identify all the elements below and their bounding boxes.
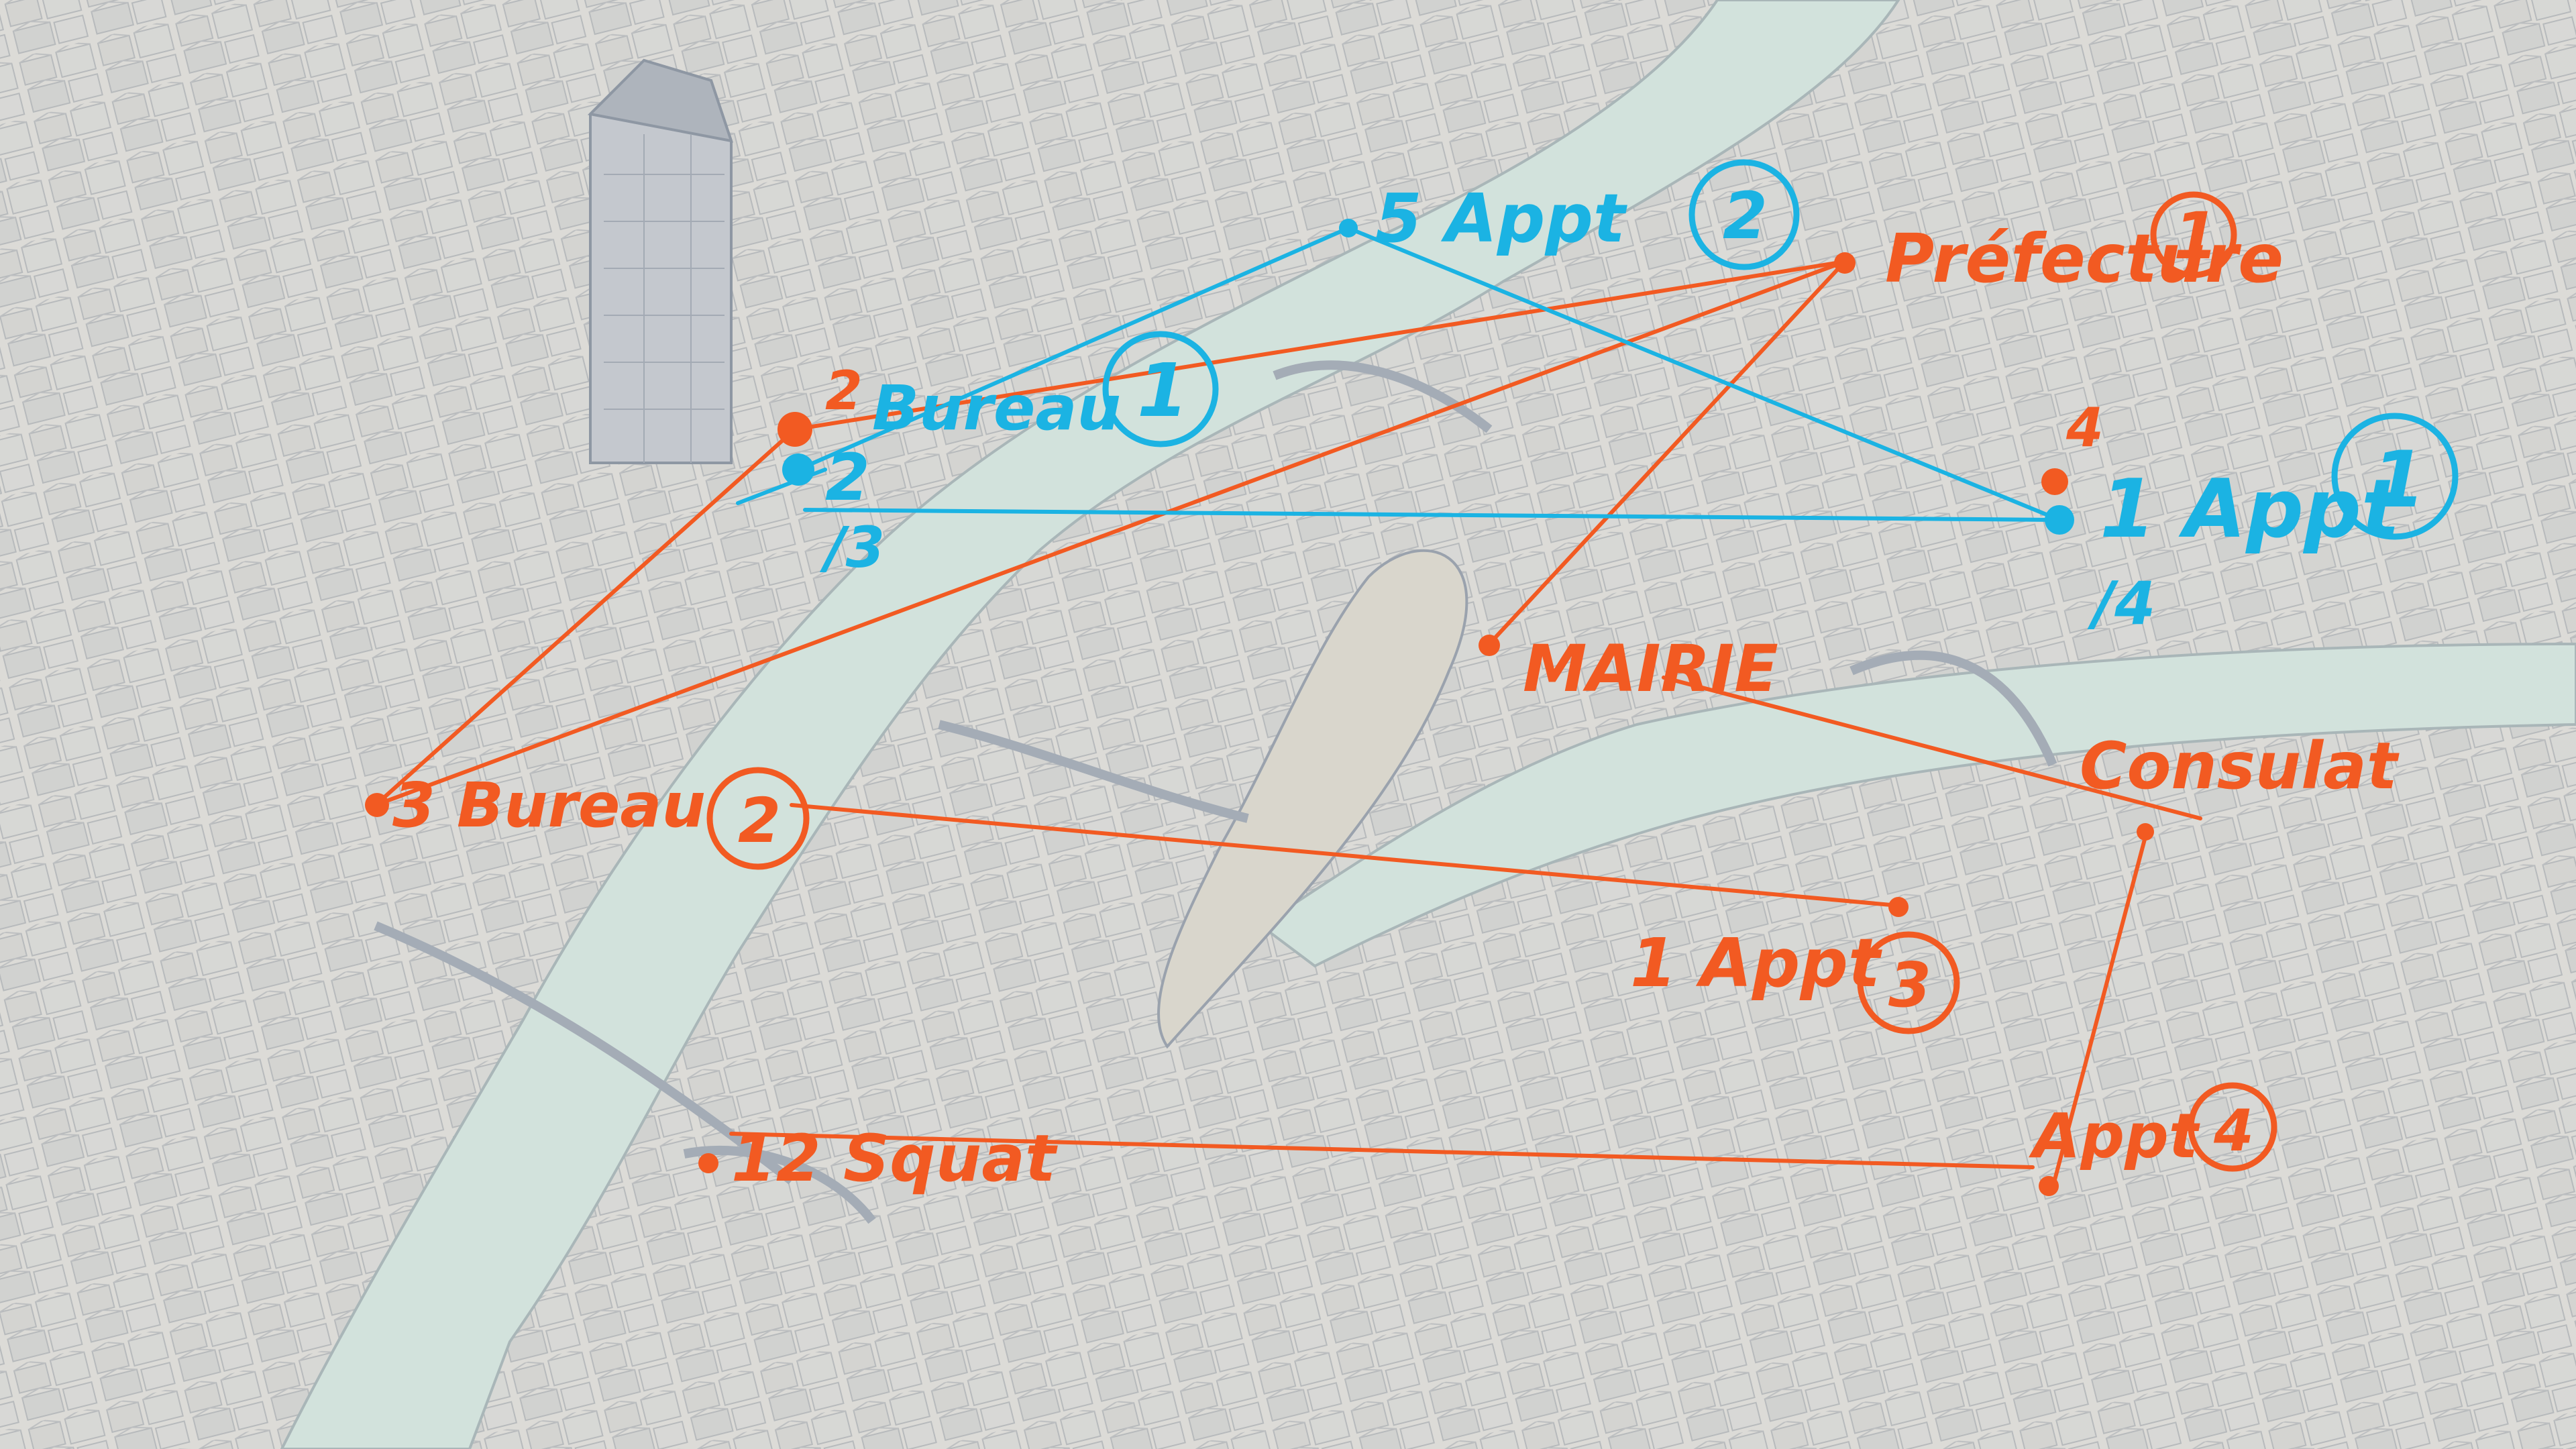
circle-bureau-blue-1 (1102, 331, 1219, 447)
marker-consulat[interactable] (2137, 823, 2154, 841)
orange-markers (365, 252, 2154, 1196)
orange-routes (374, 260, 2202, 1189)
label-appt5: 5 Appt (1375, 179, 1627, 258)
circle-appt3-3 (1857, 931, 1960, 1034)
route-appt5-appt1 (1346, 226, 2061, 522)
label-bureau3: 3 Bureau (392, 769, 706, 841)
route-prefecture-mairie (1487, 260, 1847, 646)
marker-appt4[interactable] (2039, 1176, 2059, 1196)
circle-appt4-4 (2188, 1082, 2277, 1172)
route-appt1-bureau (803, 508, 2061, 522)
label-appt1-blue-number: 1 (2371, 435, 2426, 525)
route-mairie-consulat (1662, 676, 2202, 820)
blue-routes (736, 226, 2061, 522)
route-prefecture-bureau2 (793, 260, 1847, 431)
route-bureau3-prefecture (374, 260, 1847, 807)
marker-squat[interactable] (698, 1153, 718, 1173)
marker-bureau3[interactable] (365, 793, 389, 817)
marker-appt1-blue[interactable] (2045, 505, 2074, 535)
label-appt3-number: 3 (1888, 949, 1931, 1021)
route-squat-appt4 (729, 1132, 2035, 1169)
marker-blue-bureau[interactable] (782, 453, 814, 486)
label-blue-slash4: /4 (2087, 569, 2155, 638)
label-appt3: 1 Appt (1630, 924, 1882, 1002)
circle-prefecture-1 (2150, 191, 2237, 278)
marker-mairie[interactable] (1479, 635, 1500, 656)
route-consulat-appt4 (2051, 830, 2149, 1189)
circle-bureau3-2 (706, 767, 810, 870)
label-blue-2: 2 (825, 440, 870, 515)
route-bureau3-appt3 (790, 803, 1900, 908)
label-appt4: Appt (2029, 1100, 2200, 1172)
tower (587, 58, 733, 464)
label-appt1-blue: 1 Appt (2100, 463, 2403, 556)
number-circles (706, 159, 2459, 1172)
island (1157, 549, 1468, 1049)
label-prefecture-number: 1 (2174, 199, 2218, 274)
label-prefecture: Préfecture (1885, 219, 2284, 298)
label-bureau-blue: Bureau (872, 372, 1121, 444)
label-blue-slash3: /3 (819, 515, 885, 580)
circle-appt5-2 (1688, 159, 1800, 270)
label-bureau3-number: 2 (738, 785, 781, 857)
blue-markers (782, 219, 2074, 535)
label-mairie: MAIRIE (1523, 631, 1778, 706)
label-consulat: Consulat (2080, 729, 2400, 804)
river-east-branch (1258, 642, 2576, 968)
label-appt4-number: 4 (2213, 1097, 2254, 1165)
marker-appt5[interactable] (1339, 219, 1358, 237)
route-bureau2-bureau3 (374, 427, 797, 807)
bridges (374, 360, 2057, 1224)
marker-appt-4-top[interactable] (2041, 468, 2068, 495)
label-orange-2: 2 (825, 360, 863, 422)
route-bureau-appt5 (796, 226, 1350, 472)
marker-bureau2[interactable] (777, 412, 812, 447)
label-appt5-number: 2 (1723, 178, 1768, 254)
circle-appt1-blue-1 (2331, 413, 2459, 540)
marker-prefecture[interactable] (1834, 252, 1856, 274)
marker-appt3[interactable] (1888, 897, 1909, 917)
label-bureau-blue-number: 1 (1137, 347, 1189, 433)
label-squat: 12 Squat (731, 1121, 1058, 1196)
label-orange-4: 4 (2065, 396, 2104, 459)
